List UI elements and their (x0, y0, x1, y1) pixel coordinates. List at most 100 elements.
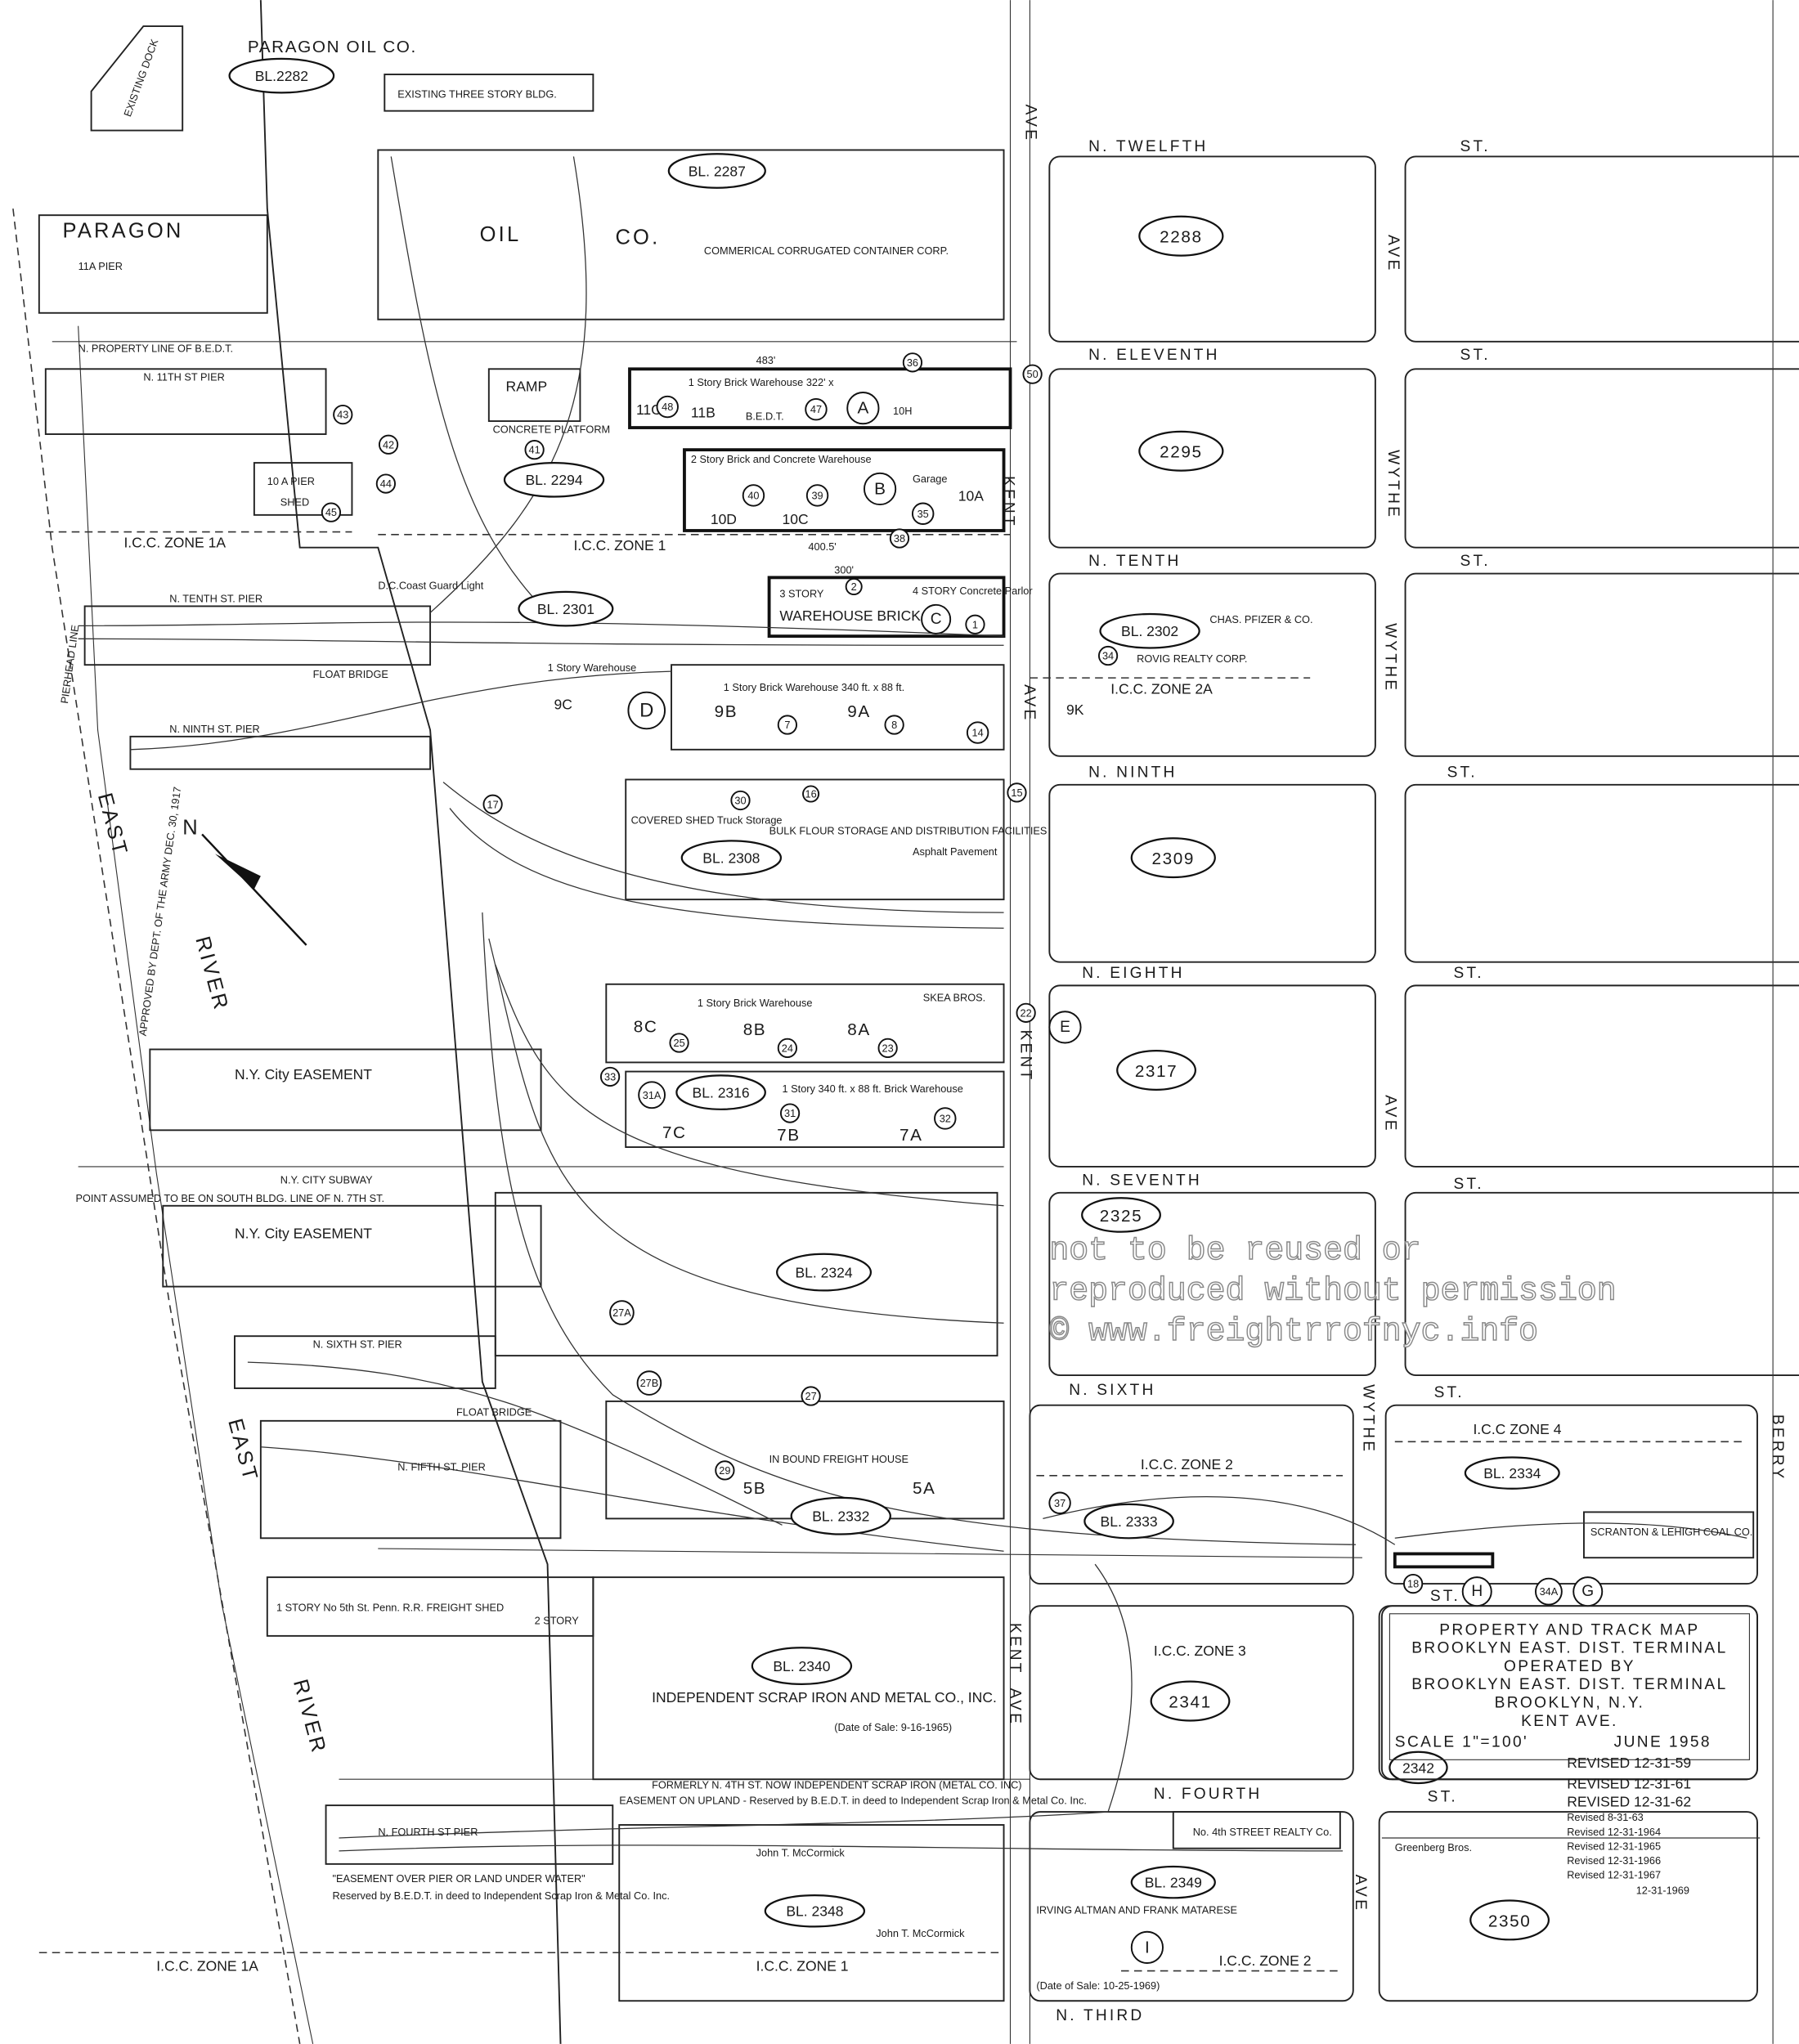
icc-zone-1a-label: I.C.C. ZONE 1A (123, 535, 226, 551)
street-n-eighth: N. EIGHTH (1082, 965, 1184, 982)
unit-label: 8B (743, 1020, 767, 1039)
wythe-ave-label: WYTHE (1382, 623, 1399, 693)
revision: REVISED 12-31-62 (1567, 1794, 1691, 1810)
block-2301: BL. 2301 (537, 601, 594, 617)
marker: 2 (845, 578, 863, 596)
marker: 29 (715, 1460, 735, 1481)
svg-text:30: 30 (734, 794, 746, 806)
unit-label: 11B (691, 404, 716, 420)
three-story-c-label: 3 STORY (779, 587, 824, 599)
block-2348: BL. 2348 (786, 1903, 843, 1920)
asphalt-label: Asphalt Pavement (913, 845, 998, 858)
rovig-label: ROVIG REALTY CORP. (1137, 652, 1247, 665)
marker: 40 (742, 484, 765, 507)
marker: 24 (777, 1038, 798, 1058)
marker: D (627, 691, 666, 730)
warehouse-brick-label: WAREHOUSE BRICK (779, 607, 921, 624)
block-2342: 2342 (1402, 1759, 1434, 1776)
marker: 48 (656, 395, 679, 419)
warehouse-10d-label: 2 Story Brick and Concrete Warehouse (691, 453, 872, 465)
svg-text:E: E (1060, 1019, 1070, 1036)
svg-text:32: 32 (940, 1112, 951, 1124)
marker: E (1048, 1011, 1082, 1044)
street-n-sixth: N. SIXTH (1069, 1382, 1155, 1399)
block-2317: 2317 (1135, 1062, 1178, 1081)
bedt-label: B.E.D.T. (746, 410, 784, 422)
scranton-label: SCRANTON & LEHIGH COAL CO. (1590, 1526, 1752, 1538)
railroad-tracks (78, 156, 1761, 1852)
svg-text:27: 27 (805, 1390, 817, 1402)
marker: 45 (321, 502, 342, 522)
svg-text:27A: 27A (612, 1307, 631, 1319)
altman-label: IRVING ALTMAN AND FRANK MATARESE (1036, 1903, 1237, 1916)
bulk-flour-label: BULK FLOUR STORAGE AND DISTRIBUTION FACI… (769, 824, 1048, 836)
shed-label: SHED (280, 496, 309, 509)
dimension-400: 400.5' (808, 540, 836, 553)
container-corp-label: COMMERICAL CORRUGATED CONTAINER CORP. (704, 244, 949, 257)
revision: Revised 12-31-1964 (1567, 1826, 1661, 1838)
wythe-ave-label: AVE (1382, 1095, 1399, 1132)
easement-pier-label: "EASEMENT OVER PIER OR LAND UNDER WATER" (333, 1872, 585, 1885)
skea-bros-label: SKEA BROS. (923, 991, 986, 1003)
city-blocks (1009, 0, 1799, 2044)
easement-upland-label: EASEMENT ON UPLAND - Reserved by B.E.D.T… (619, 1795, 1087, 1807)
svg-text:14: 14 (972, 727, 984, 739)
marker: 8 (884, 715, 904, 735)
svg-text:15: 15 (1011, 787, 1022, 799)
title-line-1: PROPERTY AND TRACK MAP (1439, 1621, 1699, 1638)
revision: Revised 12-31-1966 (1567, 1854, 1661, 1867)
marker: 37 (1048, 1491, 1071, 1514)
svg-text:47: 47 (810, 403, 822, 415)
revision: Revised 12-31-1967 (1567, 1868, 1661, 1880)
marker: 27 (801, 1386, 821, 1406)
marker: 14 (966, 721, 989, 744)
marker: 27A (609, 1300, 635, 1325)
unit-label: 7A (900, 1126, 923, 1145)
block-2349: BL. 2349 (1145, 1875, 1202, 1891)
svg-text:27B: 27B (640, 1377, 659, 1389)
property-line-label: N. PROPERTY LINE OF B.E.D.T. (79, 343, 233, 355)
svg-text:D: D (639, 699, 653, 721)
svg-text:39: 39 (811, 489, 823, 501)
svg-text:H: H (1471, 1583, 1483, 1600)
warehouse-7-label: 1 Story 340 ft. x 88 ft. Brick Warehouse (783, 1083, 963, 1095)
marker: 7 (777, 715, 798, 735)
block-2295: 2295 (1160, 443, 1202, 462)
title-block: PROPERTY AND TRACK MAP BROOKLYN EAST. DI… (1380, 1605, 1758, 1897)
svg-text:29: 29 (719, 1464, 730, 1477)
svg-text:B: B (874, 479, 886, 498)
mccormick-label: John T. McCormick (756, 1846, 846, 1858)
street-suffix: ST. (1454, 965, 1484, 982)
svg-text:reproduced without permission: reproduced without permission (1049, 1273, 1616, 1310)
greenberg-label: Greenberg Bros. (1395, 1841, 1472, 1853)
marker: 42 (378, 434, 399, 455)
street-n-eleventh: N. ELEVENTH (1088, 347, 1219, 364)
svg-text:34A: 34A (1540, 1585, 1559, 1598)
title-line-2: BROOKLYN EAST. DIST. TERMINAL (1411, 1640, 1727, 1657)
pier-10-label: N. TENTH ST. PIER (169, 593, 262, 605)
block-labels: BL.2282 BL. 2287 2288 2295 BL. 2294 BL. … (228, 57, 1560, 1941)
pier-9-label: N. NINTH ST. PIER (169, 723, 260, 735)
wythe-ave-label: WYTHE (1360, 1384, 1377, 1454)
marker: C (921, 603, 952, 634)
unit-label: 8C (634, 1018, 658, 1037)
freight-shed-label: 1 STORY No 5th St. Penn. R.R. FREIGHT SH… (276, 1602, 504, 1614)
marker: B (863, 472, 897, 506)
svg-text:45: 45 (325, 506, 337, 518)
marker: 25 (669, 1033, 689, 1053)
svg-text:40: 40 (747, 489, 759, 501)
north-arrow-icon: N (182, 816, 307, 946)
marker: A (846, 392, 880, 425)
marker: 17 (482, 794, 503, 814)
warehouse-8-label: 1 Story Brick Warehouse (698, 997, 813, 1009)
marker: 44 (375, 473, 396, 494)
svg-text:42: 42 (383, 438, 394, 450)
pier-4-label: N. FOURTH ST PIER (378, 1826, 478, 1838)
unit-label: 10A (958, 487, 984, 504)
kent-ave-label: AVE (1022, 105, 1039, 142)
unit-label: 10D (711, 511, 737, 527)
svg-text:33: 33 (604, 1070, 616, 1083)
street-n-third: N. THIRD (1056, 2007, 1144, 2024)
block-2282: BL.2282 (255, 68, 308, 84)
